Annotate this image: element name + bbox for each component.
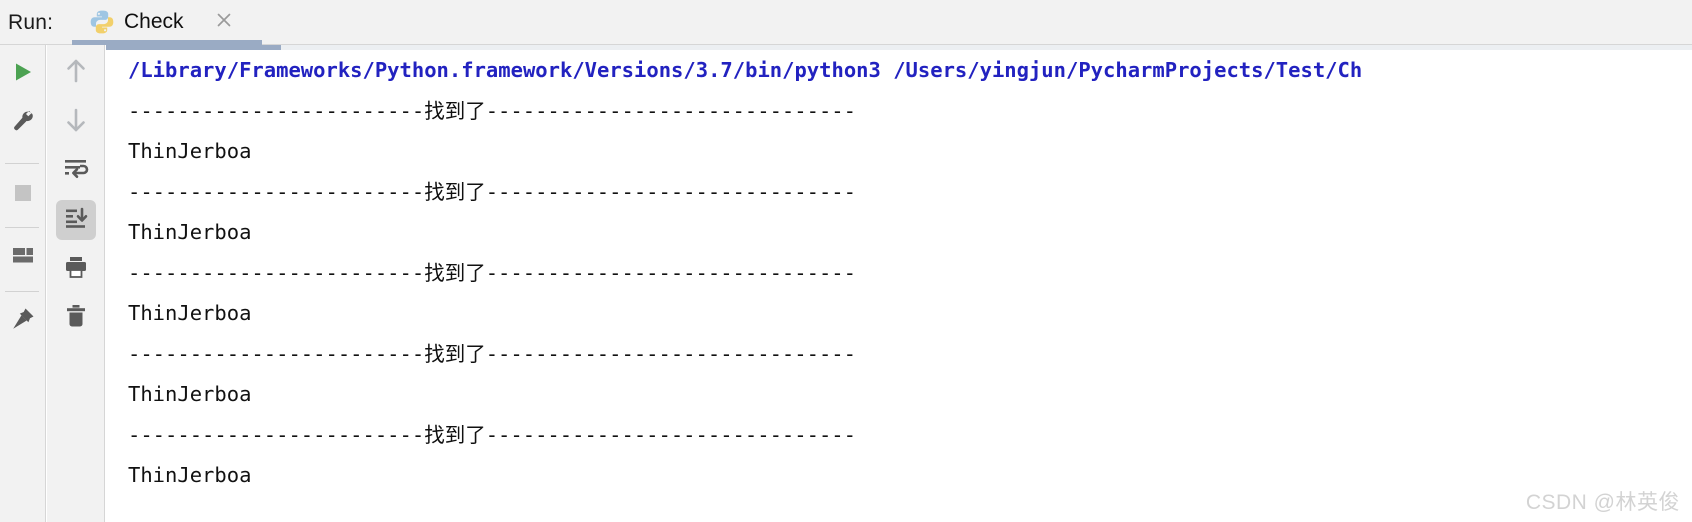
stop-square-icon xyxy=(12,182,34,209)
scroll-to-end-icon xyxy=(63,205,89,236)
csdn-watermark: CSDN @林英俊 xyxy=(1525,491,1680,514)
console-output-line: ThinJerboa xyxy=(128,463,252,487)
console-output-line: ThinJerboa xyxy=(128,382,252,406)
scroll-to-end-button[interactable] xyxy=(56,200,96,240)
console-output-line: ThinJerboa xyxy=(128,220,252,244)
run-actions-toolbar xyxy=(0,45,46,522)
python-icon xyxy=(89,9,115,35)
soft-wrap-button[interactable] xyxy=(56,151,96,191)
tab-check[interactable]: Check xyxy=(72,0,262,45)
wrench-icon xyxy=(11,109,35,138)
close-icon[interactable] xyxy=(215,11,233,29)
pin-tab-button[interactable] xyxy=(3,301,43,341)
console-scrollbar-thumb[interactable] xyxy=(106,45,281,50)
console-line-list: /Library/Frameworks/Python.framework/Ver… xyxy=(106,50,1692,496)
stop-button[interactable] xyxy=(3,175,43,215)
printer-icon xyxy=(63,254,89,285)
console-output-line: ThinJerboa xyxy=(128,301,252,325)
console-horizontal-scrollbar[interactable] xyxy=(106,45,1692,50)
run-button[interactable] xyxy=(3,54,43,94)
restore-layout-button[interactable] xyxy=(3,237,43,277)
debug-button[interactable] xyxy=(3,103,43,143)
up-the-stack-trace-button[interactable] xyxy=(56,53,96,93)
down-the-stack-trace-button[interactable] xyxy=(56,102,96,142)
console-command-line: /Library/Frameworks/Python.framework/Ver… xyxy=(128,58,1363,82)
toolbar-separator xyxy=(5,227,39,228)
console-output-line: ------------------------找到了-------------… xyxy=(128,179,856,204)
run-label: Run: xyxy=(8,11,54,34)
toolbar-separator xyxy=(5,291,39,292)
toolbar-separator xyxy=(5,163,39,164)
console-output-line: ------------------------找到了-------------… xyxy=(128,422,856,447)
arrow-up-icon xyxy=(64,58,88,89)
console-actions-toolbar xyxy=(47,45,105,522)
console-output-line: ------------------------找到了-------------… xyxy=(128,98,856,123)
console-output[interactable]: /Library/Frameworks/Python.framework/Ver… xyxy=(106,45,1692,522)
run-window-header: Run: Check xyxy=(0,0,1692,45)
arrow-down-icon xyxy=(64,107,88,138)
play-icon xyxy=(11,60,35,89)
tab-title: Check xyxy=(124,10,184,33)
console-output-line: ------------------------找到了-------------… xyxy=(128,341,856,366)
trash-icon xyxy=(64,303,88,334)
layout-icon xyxy=(11,243,35,272)
tab-active-underline xyxy=(72,40,262,45)
pin-icon xyxy=(10,306,36,337)
console-output-line: ------------------------找到了-------------… xyxy=(128,260,856,285)
soft-wrap-icon xyxy=(63,156,89,187)
clear-all-button[interactable] xyxy=(56,298,96,338)
console-output-line: ThinJerboa xyxy=(128,139,252,163)
print-button[interactable] xyxy=(56,249,96,289)
